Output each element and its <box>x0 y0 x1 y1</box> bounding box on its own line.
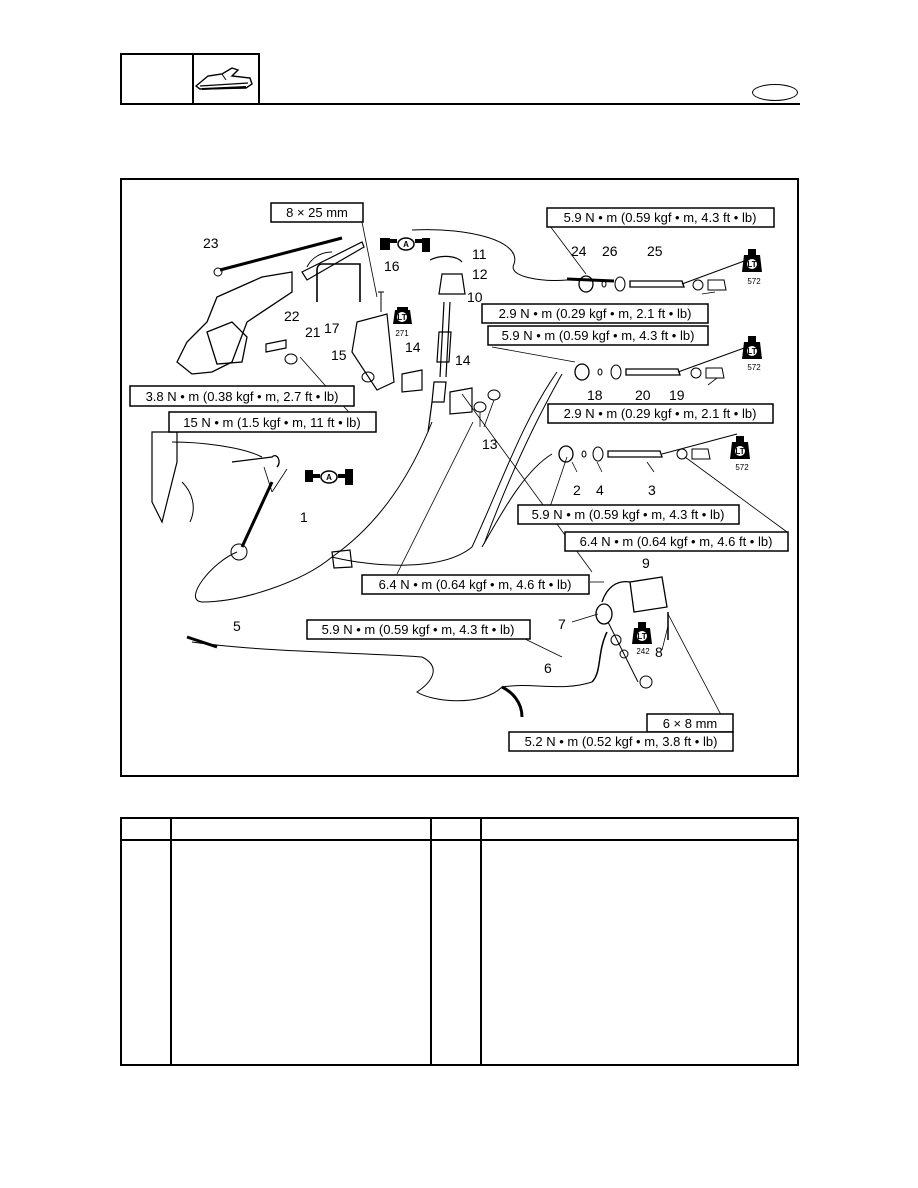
sensor-wire <box>191 641 593 702</box>
torque-spec-5-9-b: 5.9 N • m (0.59 kgf • m, 4.3 ft • lb) <box>502 328 695 343</box>
torque-spec-2-9-b: 2.9 N • m (0.29 kgf • m, 2.1 ft • lb) <box>564 406 757 421</box>
callout-4: 4 <box>596 482 604 498</box>
callout-21: 21 <box>305 324 321 340</box>
lt-badge-572-lower: LT 572 <box>730 436 750 472</box>
header-divider <box>192 55 194 103</box>
torque-spec-5-9-c: 5.9 N • m (0.59 kgf • m, 4.3 ft • lb) <box>532 507 725 522</box>
watercraft-icon <box>194 67 253 90</box>
torque-spec-5-2: 5.2 N • m (0.52 kgf • m, 3.8 ft • lb) <box>525 734 718 749</box>
torque-spec-2-9-a: 2.9 N • m (0.29 kgf • m, 2.1 ft • lb) <box>499 306 692 321</box>
callout-9: 9 <box>642 555 650 571</box>
callout-10: 10 <box>467 289 483 305</box>
chapter-header-box <box>120 53 260 105</box>
parts-table-col-divider-1 <box>170 819 172 1064</box>
callout-1: 1 <box>300 509 308 525</box>
language-badge <box>752 84 798 101</box>
torque-spec-6-4-a: 6.4 N • m (0.64 kgf • m, 4.6 ft • lb) <box>580 534 773 549</box>
parts-table-col-divider-3 <box>480 819 482 1064</box>
callout-22: 22 <box>284 308 300 324</box>
callout-14a: 14 <box>405 339 421 355</box>
callout-20: 20 <box>635 387 651 403</box>
callout-8: 8 <box>655 644 663 660</box>
callout-24: 24 <box>571 243 587 259</box>
svg-text:LT: LT <box>637 632 646 641</box>
torque-spec-top: 5.9 N • m (0.59 kgf • m, 4.3 ft • lb) <box>564 210 757 225</box>
svg-text:572: 572 <box>735 463 749 472</box>
torque-spec-8x25: 8 × 25 mm <box>286 205 348 220</box>
callout-14b: 14 <box>455 352 471 368</box>
svg-text:LT: LT <box>735 447 744 456</box>
svg-text:271: 271 <box>395 329 409 338</box>
lt-badge-572-middle: LT 572 <box>742 336 762 372</box>
callout-15: 15 <box>331 347 347 363</box>
header-rule <box>260 103 800 105</box>
callout-3: 3 <box>648 482 656 498</box>
parts-table <box>120 817 799 1066</box>
callout-12: 12 <box>472 266 488 282</box>
callout-16: 16 <box>384 258 400 274</box>
torque-spec-5-9-d: 5.9 N • m (0.59 kgf • m, 4.3 ft • lb) <box>322 622 515 637</box>
torque-spec-6-4-b: 6.4 N • m (0.64 kgf • m, 4.6 ft • lb) <box>379 577 572 592</box>
svg-text:LT: LT <box>397 313 406 322</box>
lt-badge-242: LT 242 <box>632 622 652 656</box>
exploded-diagram: LT 271 LT 572 LT 572 LT 572 LT 242 A <box>120 178 799 777</box>
callout-18: 18 <box>587 387 603 403</box>
grease-a-badge-left: A <box>305 469 353 485</box>
torque-spec-3-8: 3.8 N • m (0.38 kgf • m, 2.7 ft • lb) <box>146 389 339 404</box>
upper-cable <box>411 229 568 281</box>
callout-7: 7 <box>558 616 566 632</box>
lt-badge-572-top: LT 572 <box>742 249 762 286</box>
callout-19: 19 <box>669 387 685 403</box>
svg-text:242: 242 <box>636 647 650 656</box>
callout-23: 23 <box>203 235 219 251</box>
lt-badge-271: LT 271 <box>393 307 412 338</box>
parts-table-col-divider-2 <box>430 819 432 1064</box>
parts-table-header-rule <box>122 839 797 841</box>
svg-text:A: A <box>403 240 409 249</box>
callout-25: 25 <box>647 243 663 259</box>
diagram-canvas: LT 271 LT 572 LT 572 LT 572 LT 242 A <box>129 202 789 752</box>
callout-2: 2 <box>573 482 581 498</box>
callout-13: 13 <box>482 436 498 452</box>
svg-text:LT: LT <box>747 260 756 269</box>
grease-a-badge-top: A <box>380 237 430 252</box>
svg-text:LT: LT <box>747 347 756 356</box>
throttle-cable-loop <box>195 421 433 603</box>
svg-text:A: A <box>326 473 332 482</box>
torque-spec-6x8: 6 × 8 mm <box>663 716 718 731</box>
callout-17: 17 <box>324 320 340 336</box>
callout-11: 11 <box>472 246 487 262</box>
torque-spec-15: 15 N • m (1.5 kgf • m, 11 ft • lb) <box>183 415 360 430</box>
svg-text:572: 572 <box>747 363 761 372</box>
cable-a <box>331 371 558 566</box>
callout-5: 5 <box>233 618 241 634</box>
callout-26: 26 <box>602 243 618 259</box>
callout-6: 6 <box>544 660 552 676</box>
svg-text:572: 572 <box>747 277 761 286</box>
